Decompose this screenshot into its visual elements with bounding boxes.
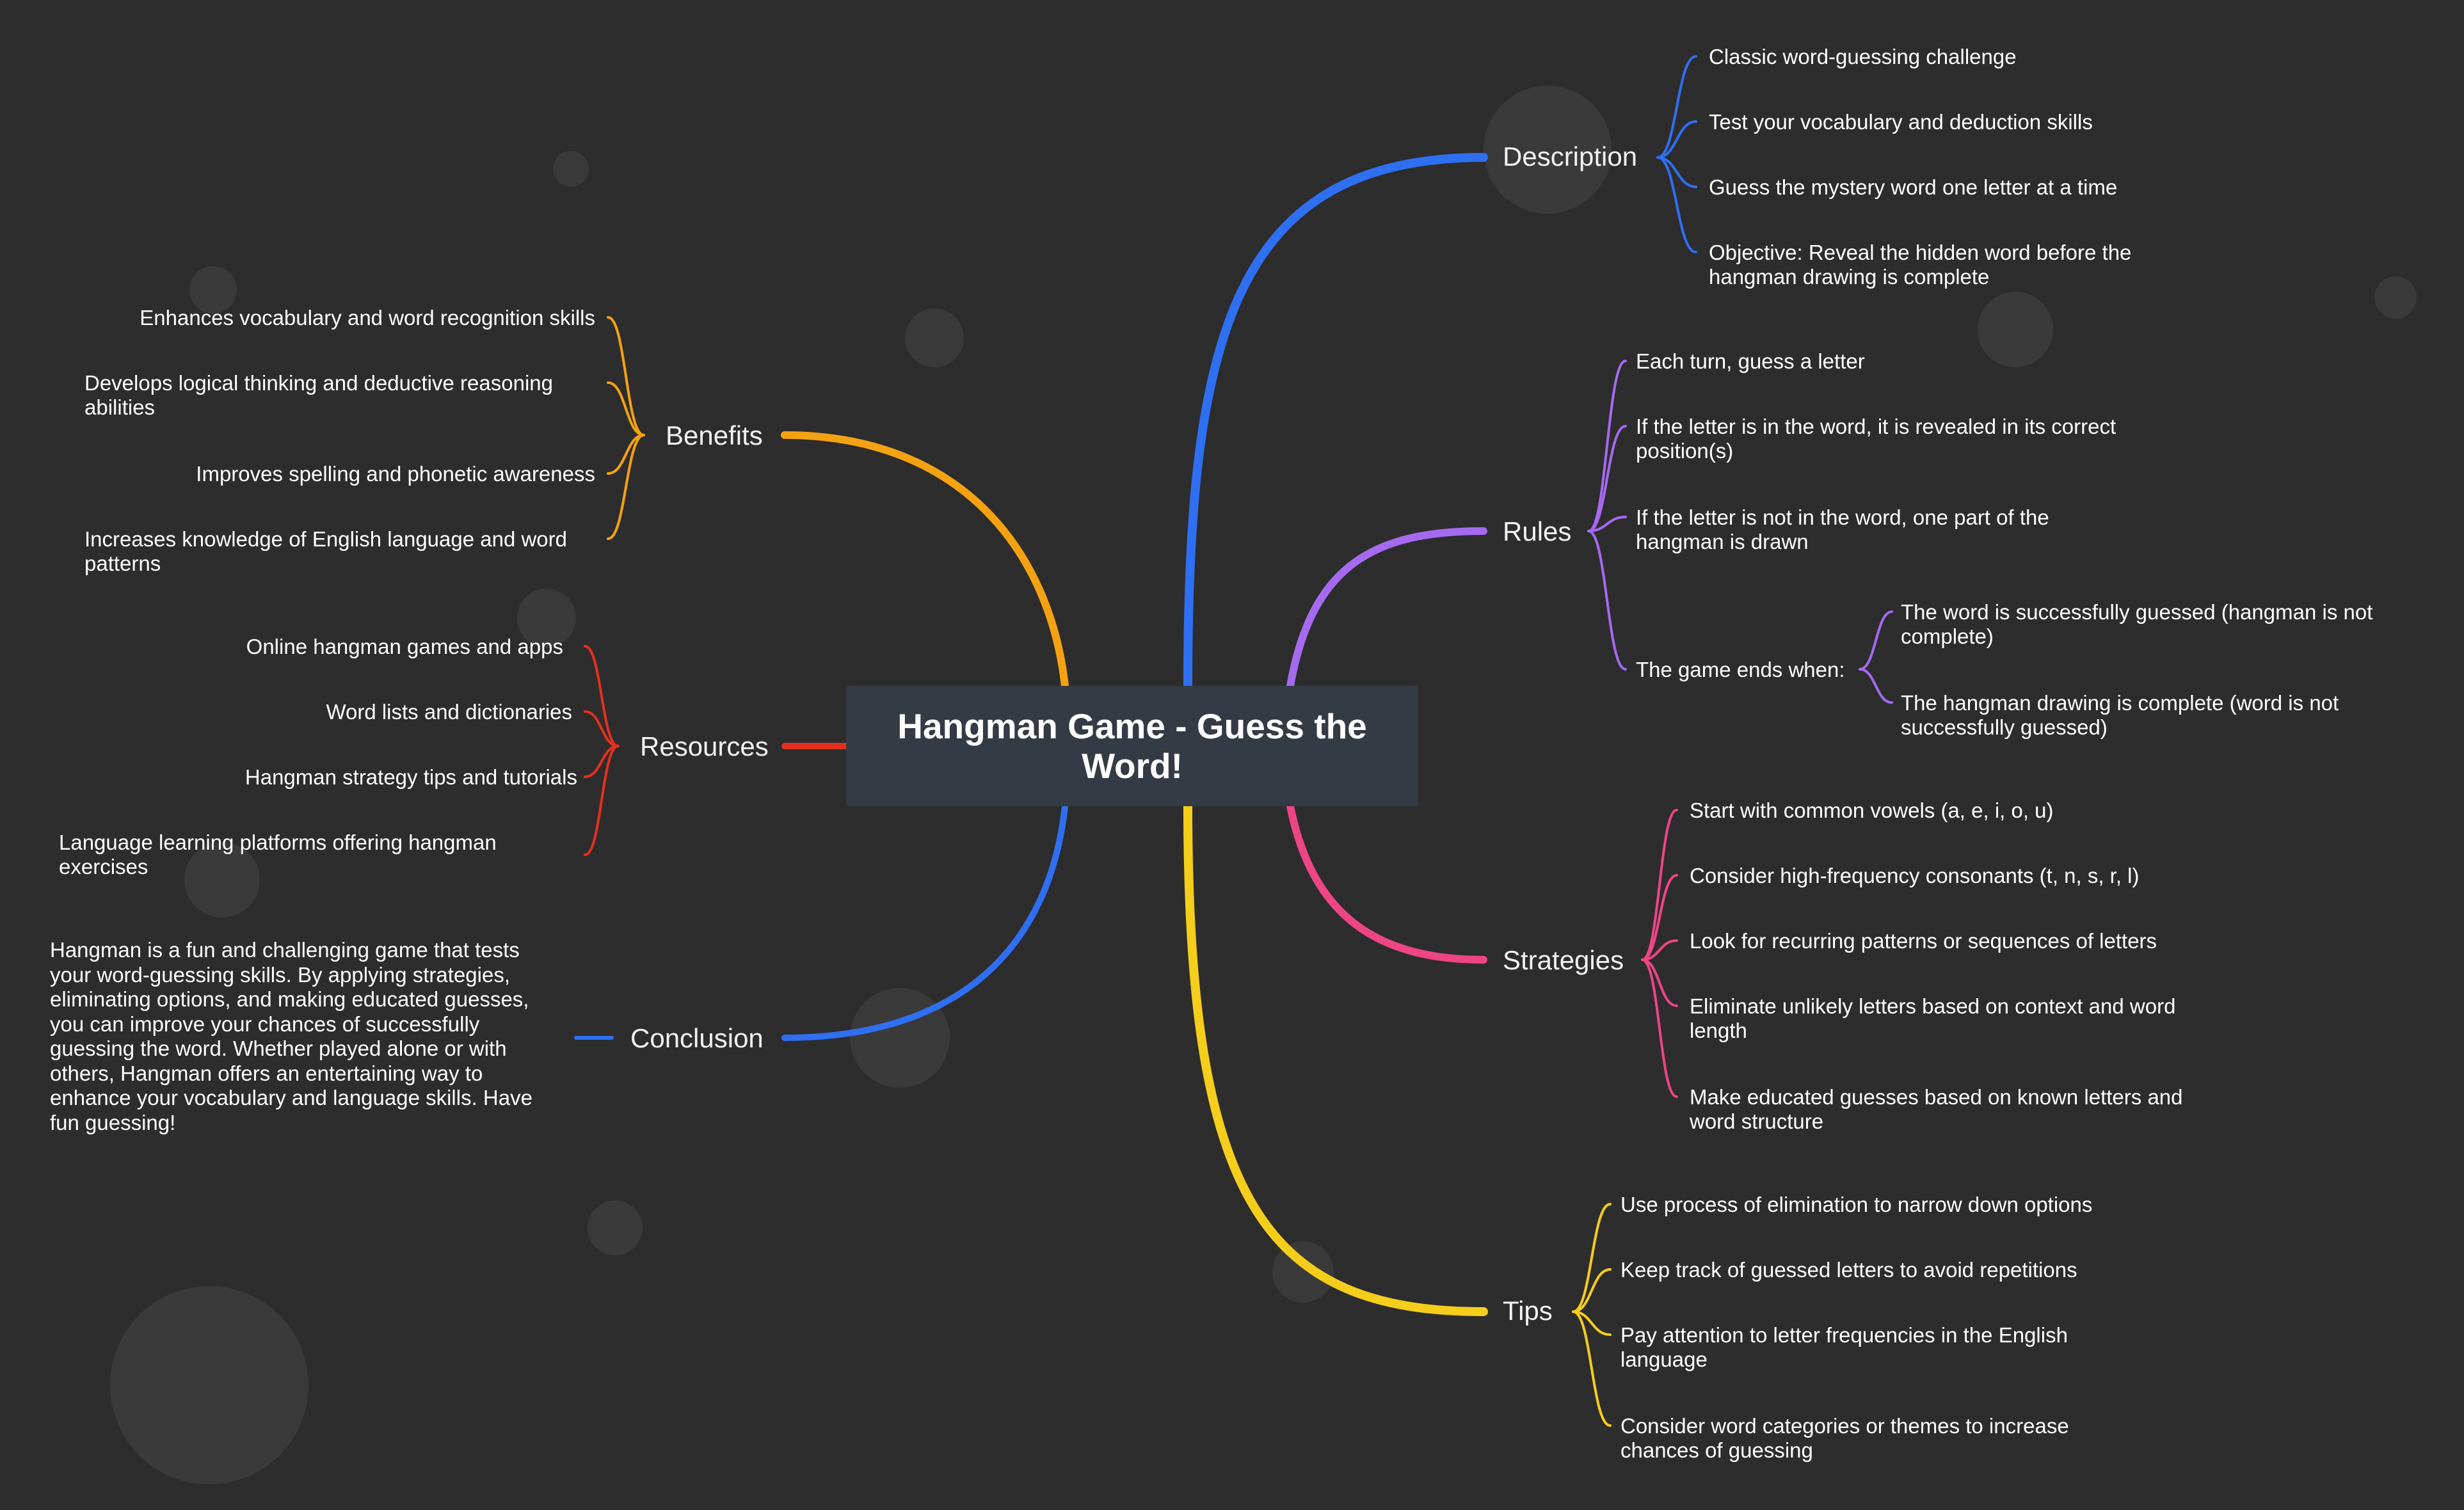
branch-conclusion[interactable]: Conclusion — [630, 1023, 764, 1053]
resources-item[interactable]: Word lists and dictionaries — [326, 700, 572, 724]
leaf-link-description — [1656, 120, 1697, 159]
tips-item[interactable]: Keep track of guessed letters to avoid r… — [1620, 1258, 2077, 1282]
bg-circle — [905, 308, 964, 367]
branch-strategies[interactable]: Strategies — [1503, 945, 1624, 975]
leaf-link-tips — [1572, 1203, 1612, 1313]
link-benefits — [781, 431, 1069, 690]
rules-item[interactable]: Each turn, guess a letter — [1636, 349, 1865, 373]
leaf-link-strategies — [1641, 939, 1678, 961]
branch-benefits[interactable]: Benefits — [666, 420, 763, 450]
leaf-link-strategies — [1641, 958, 1678, 1007]
leaf-link-benefits — [607, 381, 645, 436]
description-item[interactable]: Guess the mystery word one letter at a t… — [1709, 175, 2118, 199]
root-title: Hangman Game - Guess the Word! — [897, 706, 1367, 786]
bg-circle — [110, 1286, 308, 1484]
bg-circle — [184, 842, 260, 918]
leaf-link-description — [1656, 156, 1697, 188]
strategies-item[interactable]: Make educated guesses based on known let… — [1690, 1085, 2183, 1133]
bg-circle — [189, 266, 237, 314]
leaf-link-benefits — [607, 434, 645, 540]
tips-item[interactable]: Pay attention to letter frequencies in t… — [1620, 1323, 2068, 1371]
leaf-link-rules — [1587, 516, 1627, 532]
bg-circle — [2374, 276, 2417, 319]
leaf-link-rules-sub — [1859, 668, 1893, 704]
leaf-link-description — [1656, 55, 1697, 159]
benefits-item[interactable]: Enhances vocabulary and word recognition… — [140, 306, 595, 330]
leaf-link-strategies — [1641, 809, 1678, 961]
resources-item[interactable]: Online hangman games and apps — [246, 635, 563, 658]
bg-circle — [850, 988, 950, 1088]
bg-circle — [1978, 292, 2053, 367]
resources-item[interactable]: Hangman strategy tips and tutorials — [244, 765, 577, 789]
tips-item[interactable]: Consider word categories or themes to in… — [1620, 1414, 2069, 1462]
strategies-item[interactable]: Look for recurring patterns or sequences… — [1690, 929, 2157, 953]
leaf-link-tips — [1572, 1310, 1612, 1336]
branch-description[interactable]: Description — [1503, 141, 1638, 171]
strategies-item[interactable]: Consider high-frequency consonants (t, n… — [1690, 864, 2140, 887]
branch-tips[interactable]: Tips — [1503, 1296, 1553, 1326]
strategies-item[interactable]: Eliminate unlikely letters based on cont… — [1690, 994, 2176, 1042]
description-item[interactable]: Test your vocabulary and deduction skill… — [1709, 110, 2093, 134]
rules-subitem[interactable]: The word is successfully guessed (hangma… — [1901, 600, 2373, 648]
link-rules — [1286, 527, 1487, 690]
benefits-item[interactable]: Improves spelling and phonetic awareness — [196, 462, 595, 486]
strategies-item[interactable]: Start with common vowels (a, e, i, o, u) — [1690, 799, 2054, 822]
leaf-link-resources — [584, 645, 620, 747]
link-tips — [1183, 802, 1488, 1316]
branch-rules[interactable]: Rules — [1503, 516, 1572, 546]
tips-item[interactable]: Use process of elimination to narrow dow… — [1620, 1193, 2093, 1216]
description-item[interactable]: Classic word-guessing challenge — [1709, 45, 2017, 68]
resources-item[interactable]: Language learning platforms offering han… — [59, 830, 497, 878]
benefits-item[interactable]: Develops logical thinking and deductive … — [84, 371, 553, 419]
leaf-link-description — [1656, 156, 1697, 253]
leaf-link-rules-sub — [1859, 610, 1893, 671]
leaf-link-rules — [1587, 360, 1627, 532]
leaf-link-rules — [1587, 425, 1627, 532]
branch-resources[interactable]: Resources — [640, 731, 769, 761]
bg-circle — [588, 1200, 643, 1255]
link-description — [1183, 153, 1488, 690]
bg-circle — [1484, 86, 1612, 214]
benefits-item[interactable]: Increases knowledge of English language … — [84, 527, 568, 575]
root-topic[interactable]: Hangman Game - Guess the Word! — [846, 686, 1418, 806]
bg-circle — [553, 151, 589, 187]
rules-item[interactable]: The game ends when: — [1636, 658, 1845, 681]
leaf-link-resources — [584, 710, 620, 747]
conclusion-text: Hangman is a fun and challenging game th… — [50, 938, 532, 1134]
leaf-link-resources — [584, 745, 620, 778]
leaf-link-tips — [1572, 1310, 1612, 1427]
rules-item[interactable]: If the letter is in the word, it is reve… — [1636, 415, 2116, 463]
link-strategies — [1286, 802, 1487, 964]
leaf-link-rules — [1587, 530, 1627, 671]
description-item[interactable]: Objective: Reveal the hidden word before… — [1709, 241, 2132, 289]
leaf-link-resources — [584, 745, 620, 856]
rules-subitem[interactable]: The hangman drawing is complete (word is… — [1901, 691, 2339, 739]
leaf-link-benefits — [607, 434, 645, 475]
leaf-link-strategies — [1641, 874, 1678, 961]
leaf-link-tips — [1572, 1268, 1612, 1313]
link-conclusion — [781, 803, 1068, 1041]
leaf-link-benefits — [607, 316, 645, 436]
leaf-link-strategies — [1641, 958, 1678, 1098]
rules-item[interactable]: If the letter is not in the word, one pa… — [1636, 505, 2049, 553]
bg-circle — [517, 589, 576, 648]
